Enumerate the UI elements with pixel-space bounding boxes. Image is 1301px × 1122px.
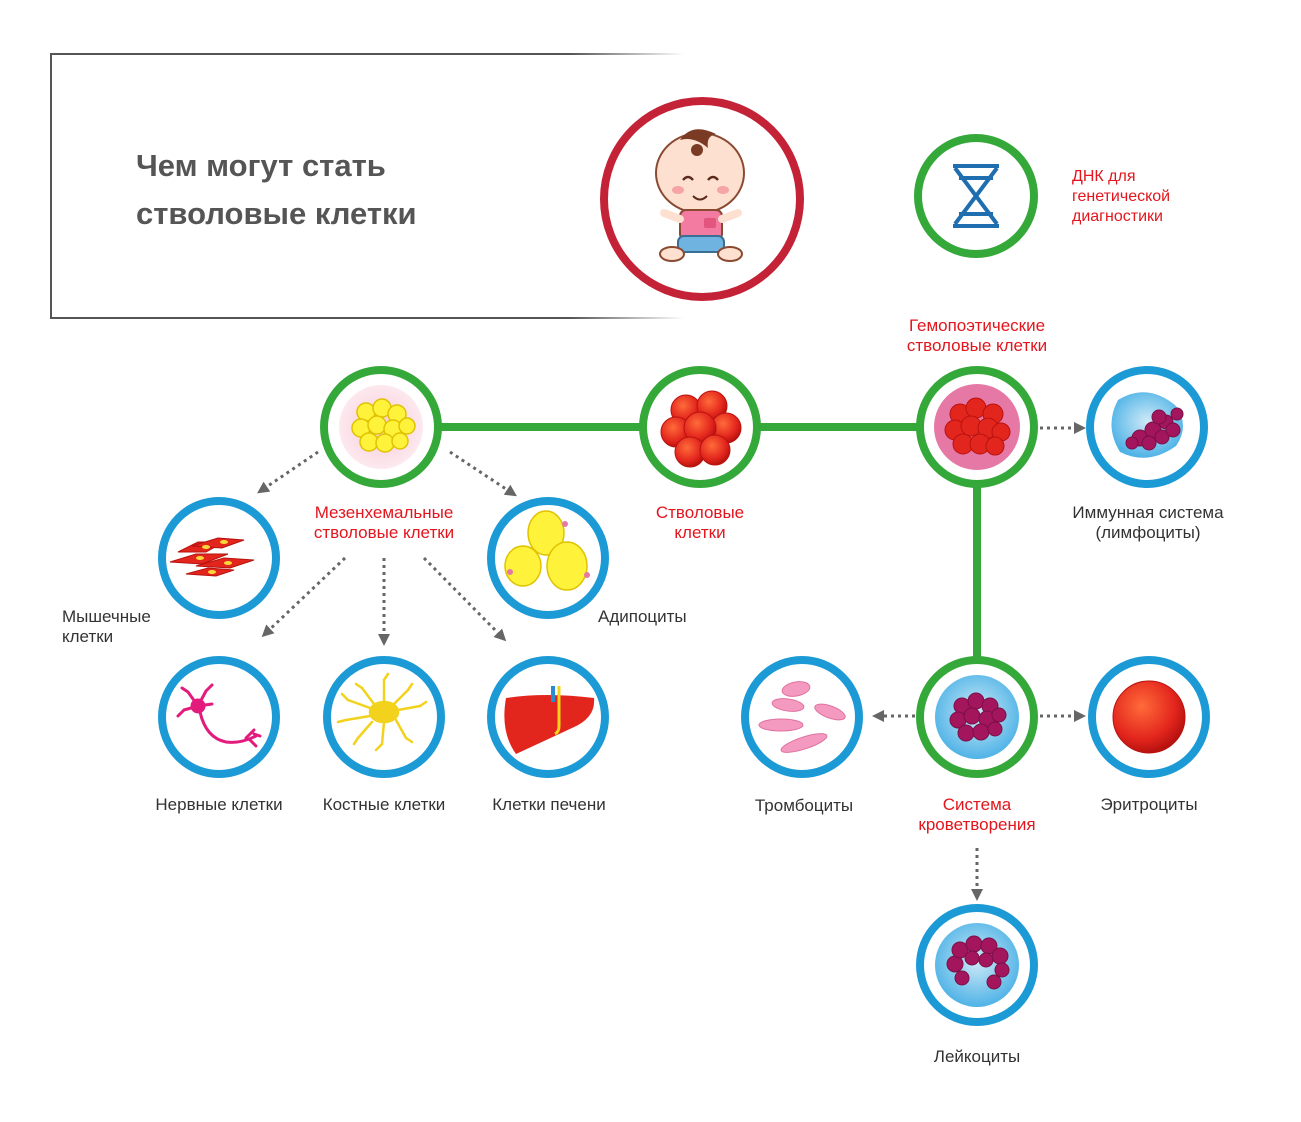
adipocytes-node: [487, 497, 609, 619]
mesenchymal-node: [320, 366, 442, 488]
dna-label-line-1: ДНК для: [1072, 168, 1136, 185]
dna-label: ДНК для генетической диагностики: [1072, 167, 1170, 227]
hematopoiesis-label: Система кроветворения: [897, 795, 1057, 835]
neuron-icon: [176, 683, 262, 748]
leukocytes-node: [916, 904, 1038, 1026]
immune-label-line-2: (лимфоциты): [1095, 523, 1201, 542]
liver-label: Клетки печени: [469, 795, 629, 815]
page-title-line-1: Чем могут стать: [136, 148, 386, 183]
mesenchymal-cell-cluster-icon: [351, 398, 416, 453]
bone-node: [323, 656, 445, 778]
stem-label-line-2: клетки: [674, 523, 726, 542]
page-title-line-2: стволовые клетки: [136, 196, 417, 231]
blood-cell-icon: [949, 692, 1007, 742]
hematopoietic-cell-icon: [944, 397, 1011, 456]
liver-label-line-1: Клетки печени: [492, 795, 606, 814]
dna-icon: [953, 164, 999, 228]
green-connectors: [440, 423, 981, 660]
liver-node: [487, 656, 609, 778]
platelets-label: Тромбоциты: [734, 796, 874, 816]
arrow-to-liver: [422, 556, 507, 642]
platelets-icon: [758, 681, 846, 753]
adipocytes-icon: [504, 510, 590, 591]
baby-icon: [655, 129, 745, 262]
arrow-to-adipocytes: [449, 450, 518, 497]
hematopoiesis-label-line-2: кроветворения: [918, 815, 1036, 834]
stem-label-line-1: Стволовые: [655, 503, 745, 522]
leukocyte-icon: [946, 935, 1010, 990]
mesenchymal-label-line-2: стволовые клетки: [313, 523, 455, 542]
leukocytes-label-line-1: Лейкоциты: [933, 1047, 1021, 1066]
erythrocytes-label: Эритроциты: [1079, 795, 1219, 815]
liver-icon: [504, 686, 595, 754]
dotted-arrows: [257, 422, 1086, 901]
page-title: Чем могут стать стволовые клетки: [136, 142, 417, 238]
muscle-label-line-1: Мышечные: [62, 607, 151, 626]
erythrocytes-node: [1088, 656, 1210, 778]
dna-label-line-3: диагностики: [1072, 208, 1163, 225]
hematopoietic-node: [916, 366, 1038, 488]
stem-label: Стволовые клетки: [640, 503, 760, 543]
bone-label: Костные клетки: [304, 795, 464, 815]
stem-node: [639, 366, 761, 488]
bone-label-line-1: Костные клетки: [322, 795, 446, 814]
dna-label-line-2: генетической: [1072, 188, 1171, 205]
platelets-node: [741, 656, 863, 778]
immune-node: [1086, 366, 1208, 488]
stem-cell-cluster-icon: [660, 390, 742, 468]
bone-cell-icon: [336, 672, 428, 752]
baby-node: [600, 97, 804, 301]
mesenchymal-label-line-1: Мезенхемальные: [314, 503, 454, 522]
hematopoiesis-label-line-1: Система: [942, 795, 1012, 814]
lymphocyte-icon: [1125, 407, 1184, 451]
hematopoiesis-node: [916, 656, 1038, 778]
nerve-label-line-1: Нервные клетки: [155, 795, 283, 814]
nerve-label: Нервные клетки: [139, 795, 299, 815]
leukocytes-label: Лейкоциты: [907, 1047, 1047, 1067]
hematopoietic-label-line-1: Гемопоэтические: [908, 316, 1046, 335]
adipocytes-label-line-1: Адипоциты: [598, 607, 687, 626]
immune-label: Иммунная система (лимфоциты): [1058, 503, 1238, 543]
muscle-node: [158, 497, 280, 619]
muscle-label-line-2: клетки: [62, 627, 114, 646]
mesenchymal-label: Мезенхемальные стволовые клетки: [284, 503, 484, 543]
muscle-label: Мышечные клетки: [62, 607, 151, 647]
adipocytes-label: Адипоциты: [598, 607, 687, 627]
muscle-cells-icon: [169, 537, 255, 577]
erythrocytes-label-line-1: Эритроциты: [1100, 795, 1198, 814]
dna-node: [914, 134, 1038, 258]
nerve-node: [158, 656, 280, 778]
arrow-to-muscle: [257, 450, 319, 494]
platelets-label-line-1: Тромбоциты: [754, 796, 854, 815]
hematopoietic-label: Гемопоэтические стволовые клетки: [877, 316, 1077, 356]
hematopoietic-label-line-2: стволовые клетки: [906, 336, 1048, 355]
immune-label-line-1: Иммунная система: [1072, 503, 1224, 522]
erythrocyte-icon: [1112, 680, 1186, 754]
